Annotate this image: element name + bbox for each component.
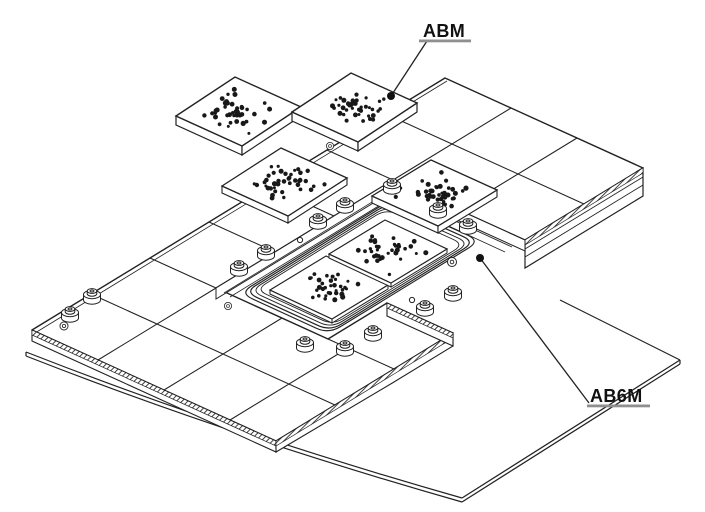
leader-dot-ab6m (476, 254, 484, 262)
perforation-dots (308, 272, 361, 303)
panel-top-right-abm (290, 72, 419, 153)
label-underline-ab6m (587, 404, 650, 408)
panel-top-left (174, 76, 303, 157)
label-underline-abm (419, 39, 471, 43)
leader-line-ab6m (479, 257, 590, 404)
label-abm: ABM (423, 21, 465, 41)
leader-line-abm (390, 40, 428, 97)
perforation-dots (202, 86, 273, 135)
perforation-dots (252, 164, 327, 201)
perforation-dots (355, 234, 429, 277)
panel-mid-right (370, 159, 499, 234)
label-ab6m: AB6M (590, 386, 643, 406)
fastener-rings (59, 141, 457, 331)
platform-edge-faces (31, 166, 644, 453)
panel-mid-left (220, 147, 349, 225)
callout-abm: ABM (387, 21, 471, 100)
perforation-dots (330, 92, 386, 123)
perforation-dots (393, 170, 469, 209)
leader-dot-abm (387, 92, 395, 100)
tray-panel-right (327, 219, 449, 288)
callout-ab6m: AB6M (476, 254, 650, 408)
